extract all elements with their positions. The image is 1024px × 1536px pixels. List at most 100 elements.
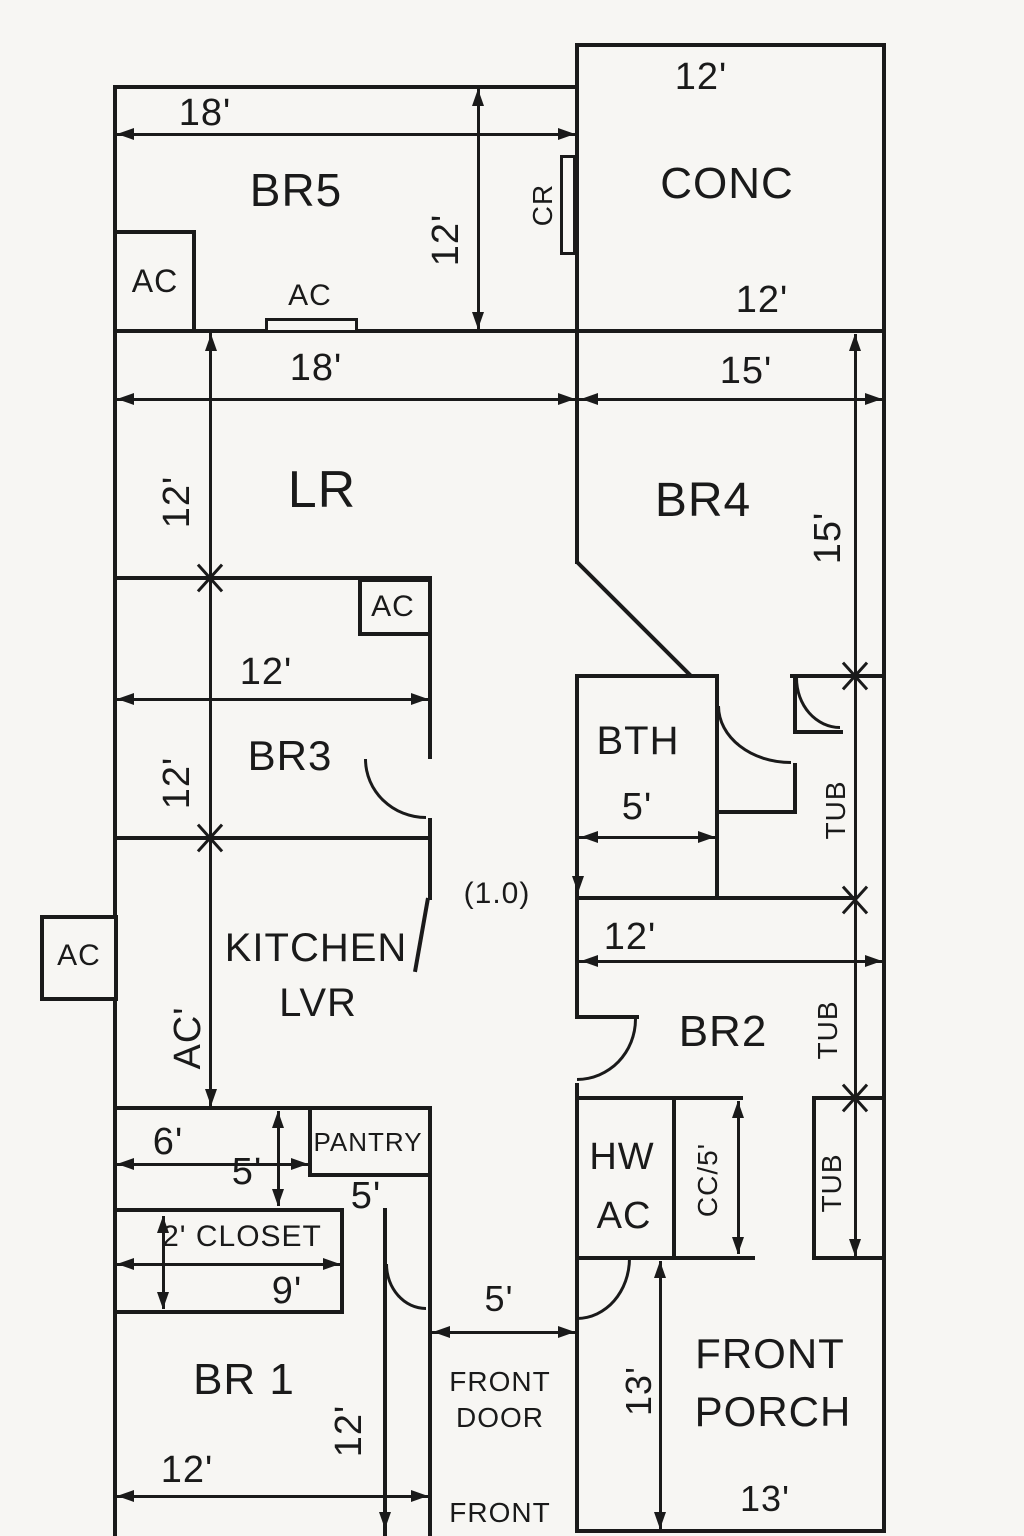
arrowhead bbox=[849, 1239, 861, 1256]
arrowhead bbox=[411, 1490, 428, 1502]
dim-conc-bottom: 12' bbox=[735, 279, 789, 321]
wall bbox=[113, 1106, 432, 1110]
dim-line bbox=[579, 836, 715, 839]
wall bbox=[575, 1529, 886, 1533]
dim-line bbox=[113, 398, 575, 401]
dim-kitchen-height: AC' bbox=[167, 1006, 209, 1070]
dim-tick bbox=[195, 563, 225, 593]
room-label-kitchen: KITCHEN bbox=[224, 926, 408, 970]
arrowhead bbox=[654, 1512, 666, 1529]
door-arc-br3 bbox=[364, 759, 426, 819]
wall bbox=[575, 1256, 755, 1260]
wall bbox=[428, 818, 432, 900]
wall bbox=[340, 1208, 344, 1314]
room-label-bth: BTH bbox=[596, 719, 680, 763]
arrowhead bbox=[117, 128, 134, 140]
dim-bth-width: 5' bbox=[621, 786, 653, 828]
arrowhead bbox=[732, 1237, 744, 1254]
wall bbox=[576, 674, 717, 678]
room-label-conc: CONC bbox=[660, 159, 794, 208]
door-arc-entry bbox=[385, 1264, 426, 1310]
wall bbox=[790, 674, 886, 678]
dim-br5-height: 12' bbox=[425, 213, 467, 267]
dim-line bbox=[113, 698, 428, 701]
arrowhead bbox=[117, 1490, 134, 1502]
dim-line bbox=[113, 1163, 308, 1166]
arrowhead bbox=[849, 334, 861, 351]
dim-front-door-width: 5' bbox=[484, 1278, 514, 1319]
arrowhead bbox=[117, 1258, 134, 1270]
wall-diagonal-br4 bbox=[575, 560, 693, 678]
dim-tick bbox=[840, 885, 870, 915]
ac-unit-box-lr bbox=[358, 578, 432, 636]
wall bbox=[793, 763, 797, 814]
dim-pantry-depth: 5' bbox=[350, 1175, 382, 1217]
ac-unit-box-exterior bbox=[40, 915, 118, 1001]
door-leaf-kitchen bbox=[413, 897, 430, 973]
wall bbox=[113, 836, 430, 840]
dim-br4-height: 15' bbox=[807, 511, 849, 565]
door-arc-bth bbox=[717, 706, 791, 764]
wall bbox=[575, 1015, 639, 1019]
ac-unit-label-br5: AC bbox=[131, 263, 179, 299]
wall bbox=[575, 43, 886, 47]
arrowhead bbox=[472, 89, 484, 106]
room-label-br5: BR5 bbox=[249, 164, 343, 216]
dim-lr-width: 18' bbox=[289, 347, 343, 389]
wall bbox=[575, 43, 579, 333]
room-label-br3: BR3 bbox=[247, 732, 333, 779]
arrowhead bbox=[291, 1158, 308, 1170]
dim-line bbox=[209, 333, 212, 1106]
fixture-label-tub-middle: TUB bbox=[812, 1000, 843, 1060]
dim-line bbox=[113, 1495, 428, 1498]
cr-niche-box bbox=[560, 155, 576, 255]
room-label-lr: LR bbox=[287, 461, 357, 519]
arrowhead bbox=[205, 334, 217, 351]
wall bbox=[113, 85, 117, 1536]
closet-label: 2' CLOSET bbox=[162, 1220, 322, 1253]
dim-tick bbox=[840, 661, 870, 691]
arrowhead bbox=[732, 1101, 744, 1118]
arrowhead bbox=[272, 1111, 284, 1128]
dim-porch-height: 13' bbox=[618, 1366, 659, 1416]
unit-label-hw-ac: AC bbox=[596, 1195, 652, 1237]
porch-label-1: FRONT bbox=[695, 1330, 845, 1377]
room-label-br2: BR2 bbox=[678, 1007, 768, 1056]
room-label-br1: BR 1 bbox=[193, 1355, 295, 1404]
arrowhead bbox=[558, 128, 575, 140]
front-door-label-1: FRONT bbox=[449, 1366, 551, 1397]
dim-line bbox=[113, 1263, 340, 1266]
arrowhead bbox=[581, 831, 598, 843]
wall bbox=[113, 329, 886, 333]
ac-window-box-br5 bbox=[265, 318, 358, 333]
arrowhead bbox=[558, 393, 575, 405]
wall bbox=[672, 1096, 676, 1260]
wall bbox=[793, 674, 797, 734]
dim-cc: CC/5' bbox=[692, 1142, 723, 1218]
room-label-pantry: PANTRY bbox=[313, 1127, 423, 1157]
arrowhead bbox=[581, 393, 598, 405]
dim-br1-width: 12' bbox=[160, 1449, 214, 1491]
dim-tick bbox=[840, 1083, 870, 1113]
dim-line bbox=[477, 89, 480, 329]
wall bbox=[575, 674, 579, 1019]
fixture-label-tub-lower: TUB bbox=[816, 1153, 847, 1213]
arrowhead bbox=[558, 1326, 575, 1338]
ac-unit-label-lr: AC bbox=[371, 590, 415, 623]
dim-hall-height: 5' bbox=[231, 1151, 263, 1193]
dim-line bbox=[579, 398, 882, 401]
dim-line bbox=[854, 334, 857, 1256]
arrowhead bbox=[379, 1512, 391, 1529]
wall bbox=[383, 1208, 387, 1536]
arrowhead bbox=[433, 1326, 450, 1338]
arrowhead bbox=[323, 1258, 340, 1270]
closet-label-cr: CR bbox=[527, 183, 558, 227]
arrowhead bbox=[272, 1189, 284, 1206]
dim-line bbox=[737, 1101, 740, 1254]
porch-label-2: PORCH bbox=[694, 1388, 852, 1435]
dim-line bbox=[277, 1111, 280, 1206]
wall bbox=[308, 1106, 312, 1177]
unit-label-hw: HW bbox=[589, 1136, 655, 1178]
wall bbox=[715, 674, 719, 900]
